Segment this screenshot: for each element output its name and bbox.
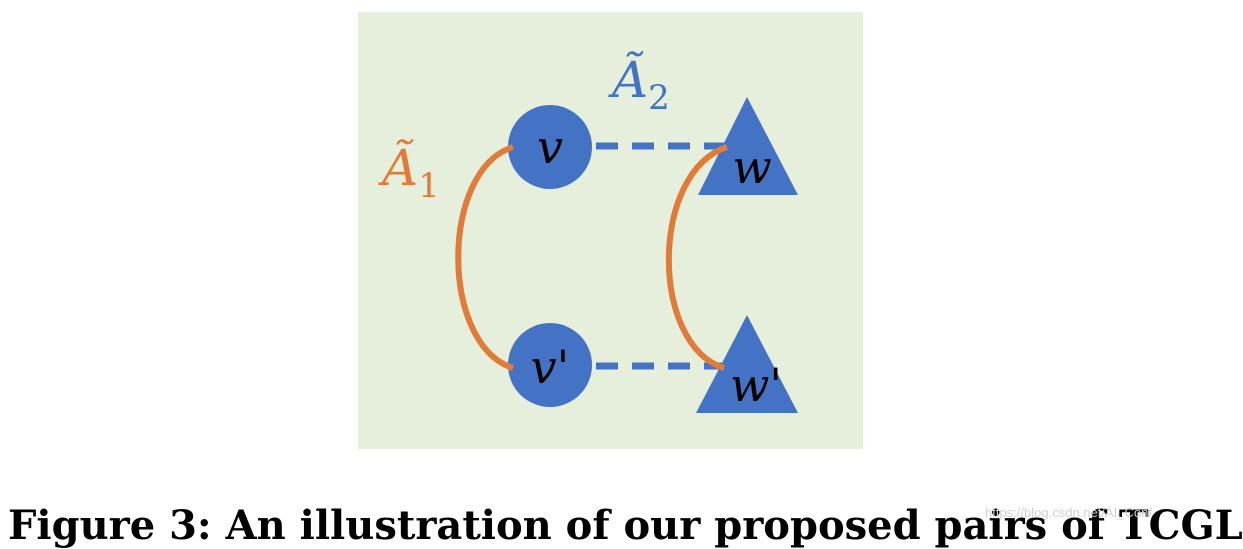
- diagram-panel: [358, 12, 863, 449]
- edge-a2-symbol: Ã: [608, 50, 648, 109]
- node-wprime-label: w': [730, 358, 782, 412]
- edge-a2-label: Ã2: [608, 50, 670, 118]
- node-wprime-triangle: [696, 315, 798, 413]
- node-vprime-label: v': [531, 340, 570, 394]
- edge-a2-subscript: 2: [648, 78, 670, 118]
- edge-a1-label: Ã1: [378, 138, 440, 206]
- node-w-label: w: [732, 140, 771, 194]
- diagram-canvas: v v' w w' Ã1 Ã2: [358, 12, 863, 449]
- node-v-circle: [508, 105, 592, 189]
- edge-a1-w-wprime: [665, 144, 728, 371]
- watermark-url: https://blog.csdn.net/AI_Conf: [985, 505, 1152, 520]
- figure-caption: Figure 3: An illustration of our propose…: [8, 502, 1243, 549]
- edge-a1-subscript: 1: [418, 166, 440, 206]
- edge-a1-v-vprime: [455, 144, 515, 371]
- node-v-label: v: [537, 120, 563, 174]
- node-w-triangle: [698, 97, 798, 195]
- edge-a1-symbol: Ã: [378, 138, 418, 197]
- node-vprime-circle: [508, 323, 592, 407]
